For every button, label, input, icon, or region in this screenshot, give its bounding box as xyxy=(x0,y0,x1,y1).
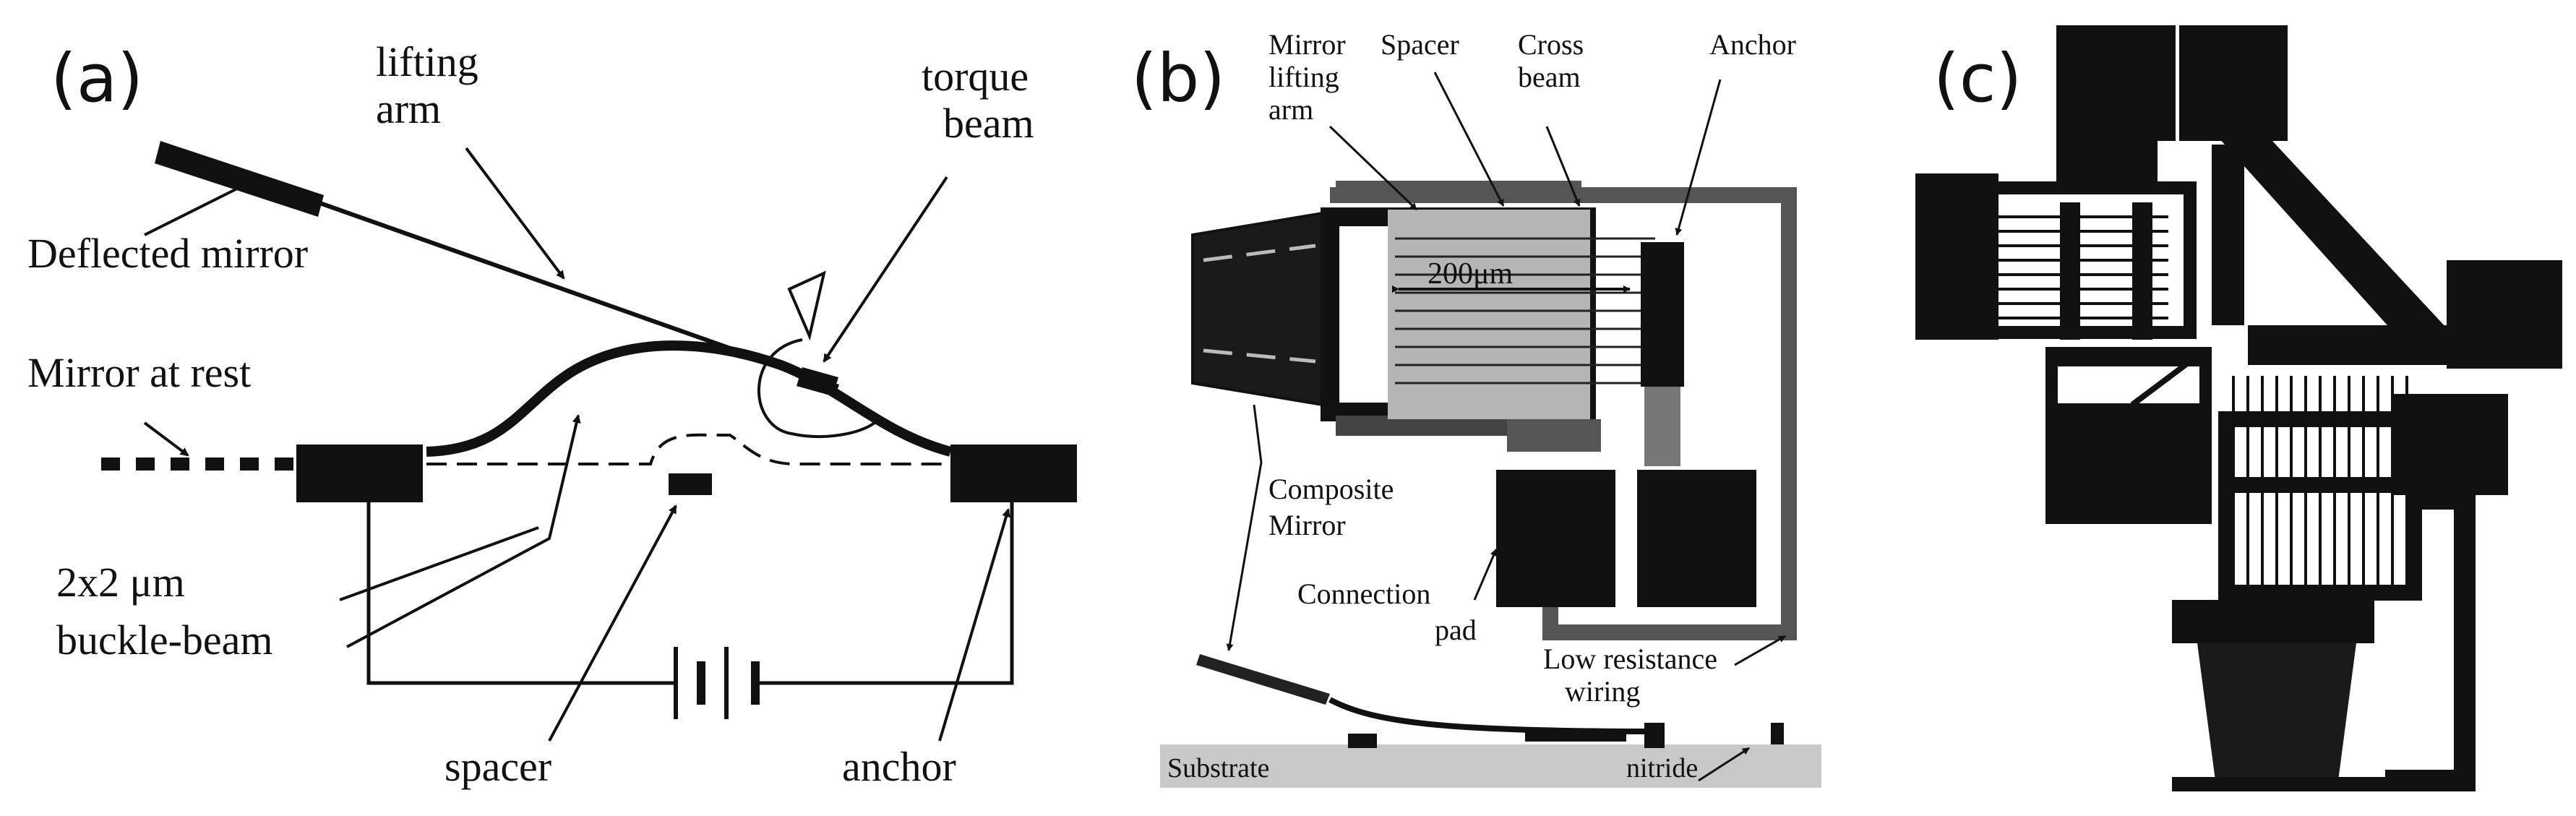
label-mirror: Mirror xyxy=(1268,28,1346,61)
spacer-region xyxy=(1388,210,1590,419)
label-anchor: anchor xyxy=(842,743,956,790)
label-arm-b: arm xyxy=(1268,93,1313,126)
anchor-left xyxy=(296,444,423,502)
top-pad-right xyxy=(2179,25,2288,141)
rotation-arrow-head xyxy=(787,270,826,341)
leader-connection-pad xyxy=(1473,549,1498,601)
spacer-block xyxy=(669,473,712,495)
rotation-arrow xyxy=(757,338,876,438)
comb-lines xyxy=(1395,237,1655,385)
leader-spacer xyxy=(548,504,677,742)
leader-buckle-beam-2 xyxy=(339,526,539,601)
leader-buckle-beam-1 xyxy=(346,414,581,648)
label-pad: pad xyxy=(1435,614,1477,646)
diagonal-arm xyxy=(2212,130,2457,347)
side-mirror xyxy=(1196,654,1330,705)
leader-lifting-arm xyxy=(465,147,565,280)
anchor-right xyxy=(950,444,1077,502)
circuit-wire-right xyxy=(755,502,1014,685)
rest-dashed-line xyxy=(426,433,961,465)
label-beam-b: beam xyxy=(1518,61,1581,93)
label-composite: Composite xyxy=(1268,473,1394,505)
leader-nitride xyxy=(1698,747,1750,782)
label-connection: Connection xyxy=(1297,577,1430,610)
label-lifting: lifting xyxy=(376,38,478,85)
side-arm xyxy=(1328,697,1656,734)
leader-mirror-lifting-arm xyxy=(1328,125,1418,211)
connection-pad xyxy=(1496,470,1615,607)
panel-b-tag: (b) xyxy=(1131,40,1225,117)
leader-torque-beam xyxy=(823,176,948,363)
circuit-wire xyxy=(366,502,676,685)
lifting-arm xyxy=(317,200,840,389)
label-lifting-b: lifting xyxy=(1268,61,1339,93)
label-2x2: 2x2 μm xyxy=(56,559,185,606)
label-nitride: nitride xyxy=(1626,753,1698,783)
right-pad-upper xyxy=(2447,260,2562,369)
panel-c: (c) xyxy=(1915,25,2562,791)
deflected-mirror xyxy=(155,141,324,217)
label-mirror-at-rest: Mirror at rest xyxy=(27,349,251,396)
right-frame xyxy=(2385,488,2476,791)
label-arm: arm xyxy=(376,85,441,132)
label-wiring: wiring xyxy=(1565,675,1640,708)
label-200um: 200μm xyxy=(1427,257,1514,291)
panel-a: (a) xyxy=(27,38,1077,790)
leader-spacer-b xyxy=(1433,72,1505,207)
composite-mirror xyxy=(1191,211,1324,407)
label-low-resistance: Low resistance xyxy=(1543,643,1717,675)
leader-composite-mirror xyxy=(1226,404,1263,651)
label-torque: torque xyxy=(922,53,1029,100)
label-deflected-mirror: Deflected mirror xyxy=(27,230,308,277)
label-spacer-b: Spacer xyxy=(1381,28,1459,61)
bottom-bar xyxy=(2172,600,2374,643)
label-mirror-c: Mirror xyxy=(1268,509,1346,541)
leader-wiring xyxy=(1734,635,1786,666)
bottom-mirror xyxy=(2197,643,2356,781)
label-spacer: spacer xyxy=(445,743,551,790)
panel-c-tag: (c) xyxy=(1933,40,2022,117)
label-cross: Cross xyxy=(1518,28,1584,61)
label-beam: beam xyxy=(943,100,1034,147)
battery-icon xyxy=(674,647,760,719)
panel-a-tag: (a) xyxy=(51,40,143,117)
label-anchor-b: Anchor xyxy=(1709,28,1796,61)
leader-deflected-mirror xyxy=(144,183,247,236)
label-buckle-beam: buckle-beam xyxy=(56,617,273,663)
top-pad-left xyxy=(2056,25,2176,141)
torque-beam-block xyxy=(797,367,838,396)
anchor-block xyxy=(1641,242,1684,387)
leader-cross-beam xyxy=(1545,126,1581,207)
panel-b: (b) 200μm xyxy=(1131,28,1821,788)
leader-mirror-at-rest xyxy=(143,421,189,457)
leader-anchor xyxy=(938,508,1010,742)
leader-anchor-b xyxy=(1675,79,1722,236)
anchor-pad xyxy=(1637,470,1756,607)
buckle-beam xyxy=(426,340,952,457)
label-substrate: Substrate xyxy=(1167,753,1269,783)
substrate xyxy=(1160,744,1821,788)
